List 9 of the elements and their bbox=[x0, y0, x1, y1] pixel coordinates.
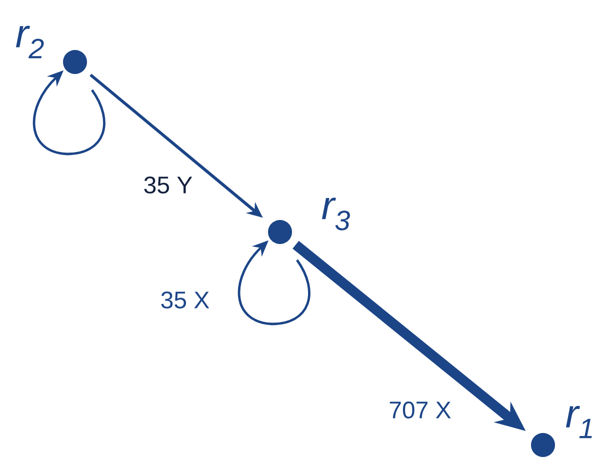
dot bbox=[531, 433, 555, 457]
edge-label: 35 Y bbox=[142, 176, 194, 194]
node-label: r$_{1}$ bbox=[566, 406, 592, 438]
node-label: r$_{3}$ bbox=[322, 198, 350, 230]
node-label: r$_{2}$ bbox=[16, 26, 44, 58]
edge-label: 35 X bbox=[159, 290, 211, 310]
dot bbox=[268, 220, 292, 244]
dot bbox=[63, 50, 87, 74]
edge-label: 707 X bbox=[388, 400, 452, 420]
